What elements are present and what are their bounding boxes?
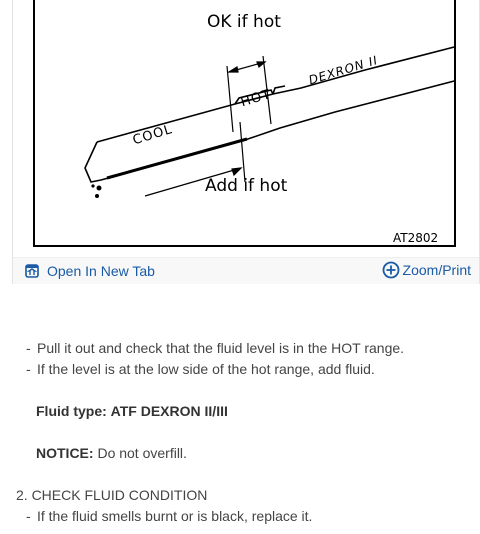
open-in-new-tab-icon bbox=[25, 264, 39, 278]
open-in-new-tab-link[interactable]: Open In New Tab bbox=[25, 263, 155, 279]
dipstick-illustration: OK if hot COOL HOT DEXRON II Add if hot … bbox=[33, 0, 456, 247]
step-title: 2. CHECK FLUID CONDITION bbox=[16, 487, 208, 503]
plus-circle-icon bbox=[382, 261, 400, 279]
zoom-print-button[interactable]: Zoom/Print bbox=[382, 261, 471, 279]
figure-card: OK if hot COOL HOT DEXRON II Add if hot … bbox=[12, 0, 480, 284]
dipstick-drawing bbox=[84, 46, 454, 198]
open-in-new-tab-label: Open In New Tab bbox=[47, 263, 155, 279]
figure-toolbar: Open In New Tab Zoom/Print bbox=[13, 257, 479, 284]
list-item: -If the level is at the low side of the … bbox=[26, 361, 375, 377]
list-item: -If the fluid smells burnt or is black, … bbox=[26, 508, 313, 524]
figure-code: AT2802 bbox=[393, 231, 439, 245]
zoom-print-label: Zoom/Print bbox=[402, 262, 471, 278]
fluid-type-note: Fluid type: ATF DEXRON II/III bbox=[36, 403, 228, 419]
list-item: -Pull it out and check that the fluid le… bbox=[26, 340, 405, 356]
notice-note: NOTICE: Do not overfill. bbox=[36, 445, 187, 461]
add-if-hot-label: Add if hot bbox=[205, 176, 288, 196]
ok-if-hot-label: OK if hot bbox=[207, 12, 281, 32]
